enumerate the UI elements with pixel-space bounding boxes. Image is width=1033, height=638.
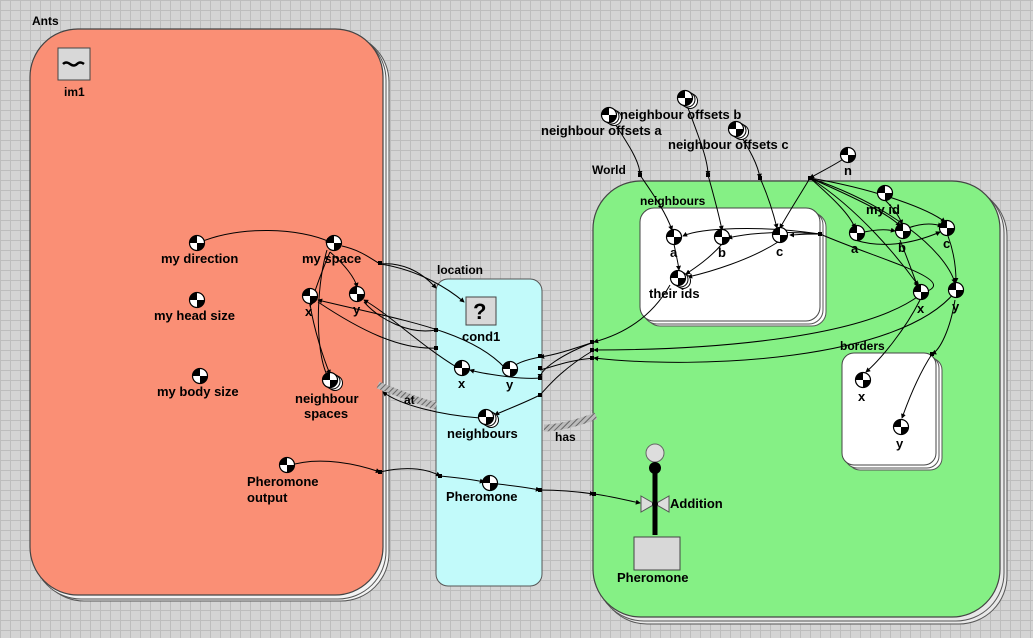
n-label: n [844, 163, 852, 178]
neighbour-spaces-label-2: spaces [304, 406, 348, 421]
my-head-size-label: my head size [154, 308, 235, 323]
relation-has-label: has [555, 430, 576, 444]
my-space-label: my space [302, 251, 361, 266]
location-neighbours-label: neighbours [447, 426, 518, 441]
variable-pheromone-output[interactable]: Pheromone output [247, 456, 319, 506]
location-pheromone-label: Pheromone [446, 489, 518, 504]
im1-label: im1 [64, 85, 85, 99]
variable-neighbours-c[interactable]: c [771, 226, 789, 260]
variable-location-x[interactable]: x [453, 359, 471, 392]
borders-x-label: x [858, 389, 866, 404]
my-direction-label: my direction [161, 251, 238, 266]
cond1-label: cond1 [462, 329, 500, 344]
neighbours-b-label: b [718, 245, 726, 260]
stock-pheromone-label: Pheromone [617, 570, 689, 585]
variable-neighbour-offsets-a[interactable]: neighbour offsets a [541, 108, 662, 139]
image-node-im1[interactable]: im1 [57, 47, 91, 99]
variable-neighbours-a[interactable]: a [665, 228, 683, 261]
ants-y-label: y [353, 302, 361, 317]
variable-my-head-size[interactable]: my head size [154, 291, 235, 324]
world-y-label: y [952, 299, 960, 314]
condition-cond1[interactable]: ? cond1 [462, 296, 500, 344]
ants-x-label: x [305, 304, 313, 319]
borders-submodel[interactable]: borders [840, 339, 943, 471]
variable-world-b[interactable]: b [894, 222, 912, 256]
neighbours-c-label: c [776, 244, 783, 259]
world-a-label: a [851, 241, 859, 256]
neighbour-offsets-c-label: neighbour offsets c [668, 137, 789, 152]
variable-location-pheromone[interactable]: Pheromone [446, 474, 518, 505]
pheromone-output-label-2: output [247, 490, 288, 505]
variable-neighbour-offsets-c[interactable]: neighbour offsets c [668, 122, 789, 153]
relation-at[interactable]: at [376, 381, 437, 410]
variable-world-x[interactable]: x [912, 283, 930, 317]
relation-at-label: at [404, 393, 415, 407]
neighbours-a-label: a [670, 245, 678, 260]
my-body-size-label: my body size [157, 384, 239, 399]
variable-my-direction[interactable]: my direction [161, 234, 238, 267]
addition-label: Addition [670, 496, 723, 511]
neighbour-offsets-b-label: neighbour offsets b [620, 107, 741, 122]
variable-my-body-size[interactable]: my body size [157, 367, 239, 400]
neighbours-submodel[interactable]: neighbours [639, 194, 827, 327]
variable-n[interactable]: n [839, 146, 857, 179]
variable-my-space[interactable]: my space [302, 234, 361, 267]
variable-world-a[interactable]: a [848, 224, 866, 257]
pheromone-output-label-1: Pheromone [247, 474, 319, 489]
borders-submodel-label: borders [840, 339, 885, 353]
my-id-label: my id [866, 202, 900, 217]
variable-neighbours-b[interactable]: b [713, 228, 731, 261]
location-y-label: y [506, 377, 514, 392]
variable-ants-y[interactable]: y [348, 285, 366, 318]
location-x-label: x [458, 376, 466, 391]
location-label: location [437, 263, 483, 277]
neighbour-spaces-label-1: neighbour [295, 391, 359, 406]
variable-location-neighbours[interactable]: neighbours [447, 410, 518, 442]
world-c-label: c [943, 236, 950, 251]
neighbour-offsets-a-label: neighbour offsets a [541, 123, 662, 138]
ants-label: Ants [32, 14, 59, 28]
ants-container[interactable]: Ants [29, 14, 390, 602]
cond1-symbol: ? [473, 299, 486, 324]
their-ids-label: their ids [649, 286, 700, 301]
world-label: World [592, 163, 626, 177]
variable-world-c[interactable]: c [938, 219, 956, 252]
junction-dots [378, 173, 934, 496]
variable-world-y[interactable]: y [947, 281, 965, 315]
relation-has[interactable]: has [543, 412, 598, 444]
neighbours-submodel-label: neighbours [640, 194, 706, 208]
variable-location-y[interactable]: y [501, 360, 519, 393]
variable-their-ids[interactable]: their ids [649, 271, 700, 302]
variable-neighbour-offsets-b[interactable]: neighbour offsets b [620, 91, 741, 123]
variable-ants-x[interactable]: x [301, 287, 319, 320]
flow-addition[interactable]: Addition [640, 495, 723, 513]
variable-my-id[interactable]: my id [866, 184, 900, 218]
world-b-label: b [898, 240, 906, 255]
variable-borders-y[interactable]: y [892, 418, 910, 452]
source-cloud [645, 443, 665, 474]
variable-borders-x[interactable]: x [854, 371, 872, 405]
world-x-label: x [917, 301, 925, 316]
borders-y-label: y [896, 436, 904, 451]
location-container[interactable]: location [435, 263, 543, 587]
variable-neighbour-spaces[interactable]: neighbour spaces [295, 373, 359, 422]
stock-pheromone[interactable]: Pheromone [617, 536, 689, 585]
